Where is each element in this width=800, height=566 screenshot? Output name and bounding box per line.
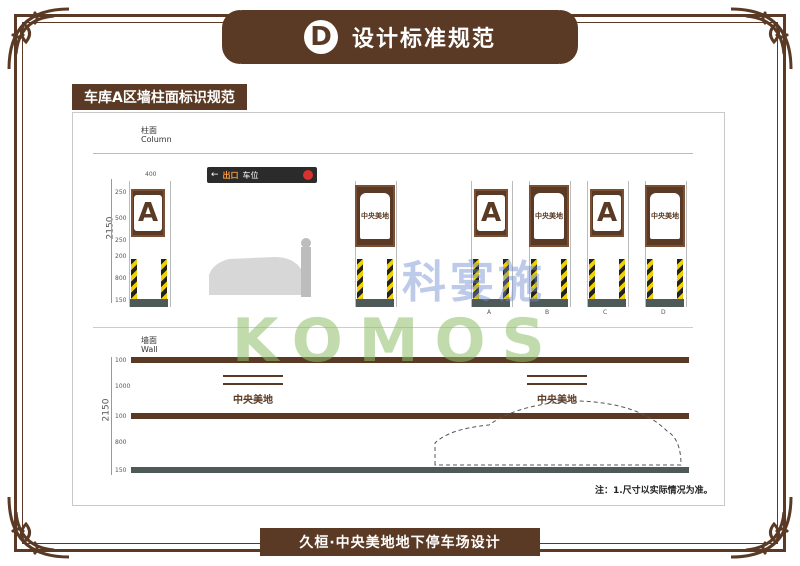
hazard-stripe xyxy=(647,259,653,299)
column-base xyxy=(530,299,568,307)
hazard-stripe xyxy=(677,259,683,299)
no-entry-icon xyxy=(303,170,313,180)
hazard-stripe xyxy=(387,259,393,299)
hazard-stripe xyxy=(561,259,567,299)
column-base xyxy=(130,299,168,307)
ornament-corner-icon xyxy=(4,4,74,74)
parking-label: 车位 xyxy=(242,170,259,180)
dim-label: 100 xyxy=(115,413,127,420)
footnote: 注：1.尺寸以实际情况为准。 xyxy=(595,486,713,496)
ornament-corner-icon xyxy=(4,492,74,562)
column-base xyxy=(356,299,394,307)
dim-label: 800 xyxy=(115,275,127,282)
brand-sign: 中央美地 xyxy=(355,185,395,247)
logo-mark-icon xyxy=(527,375,587,385)
brand-sign: 中央美地 xyxy=(529,185,569,247)
section-badge: D xyxy=(303,20,338,54)
footer-title: 久桓·中央美地地下停车场设计 xyxy=(260,528,540,556)
zone-a-sign: A xyxy=(474,189,508,237)
ornament-corner-icon xyxy=(726,4,796,74)
column-label-cn: 柱面 xyxy=(141,126,157,135)
wall-brand-logo-1: 中央美地 xyxy=(223,375,283,406)
dim-label: 250 xyxy=(115,237,127,244)
dim-label: 150 xyxy=(115,467,127,474)
wall-brand-text: 中央美地 xyxy=(537,395,577,406)
column-label-en: Column xyxy=(141,135,172,144)
dim-label: 150 xyxy=(115,297,127,304)
wall-stripe-top xyxy=(131,357,689,363)
zone-a-sign: A xyxy=(590,189,624,237)
dim-label: 500 xyxy=(115,215,127,222)
column-base xyxy=(472,299,510,307)
hazard-stripe xyxy=(619,259,625,299)
header-title-plate: D 设计标准规范 xyxy=(222,10,578,64)
exit-label: 出口 xyxy=(222,170,239,180)
section-divider xyxy=(93,327,693,328)
wall-label-en: Wall xyxy=(141,345,158,354)
section-label: 车库A区墙柱面标识规范 xyxy=(72,84,247,110)
wall-stripe-bottom xyxy=(131,467,689,473)
dim-label: 800 xyxy=(115,439,127,446)
dim-label: 250 xyxy=(115,189,127,196)
ceiling-line xyxy=(93,153,693,154)
column-letter: B xyxy=(545,309,550,316)
hazard-stripe xyxy=(503,259,509,299)
dimension-line xyxy=(111,357,112,475)
column-letter: D xyxy=(661,309,666,316)
arrow-left-icon: ← xyxy=(211,170,219,180)
wall-height-dim: 2150 xyxy=(101,398,112,422)
hazard-stripe xyxy=(589,259,595,299)
zone-a-sign: A xyxy=(131,189,165,237)
ornament-corner-icon xyxy=(726,492,796,562)
hazard-stripe xyxy=(473,259,479,299)
dim-label: 200 xyxy=(115,253,127,260)
hazard-stripe xyxy=(161,259,167,299)
hazard-stripe xyxy=(357,259,363,299)
logo-mark-icon xyxy=(223,375,283,385)
wall-stripe-middle xyxy=(131,413,689,419)
column-base xyxy=(646,299,684,307)
column-base xyxy=(588,299,626,307)
page-title: 设计标准规范 xyxy=(351,27,496,52)
wall-label-cn: 墙面 xyxy=(141,336,157,345)
column-letter: A xyxy=(487,309,492,316)
car-person-silhouette xyxy=(209,238,311,297)
column-width-dim: 400 xyxy=(145,171,157,178)
exit-direction-sign: ← 出口 车位 xyxy=(207,167,317,183)
watermark-en: KOMOS xyxy=(232,306,561,376)
wall-brand-logo-2: 中央美地 xyxy=(527,375,587,406)
dim-label: 1000 xyxy=(115,383,131,390)
hazard-stripe xyxy=(131,259,137,299)
brand-sign: 中央美地 xyxy=(645,185,685,247)
dimension-line xyxy=(111,179,112,303)
watermark-cn: 科宴施 xyxy=(402,257,546,308)
car-outline xyxy=(434,400,682,466)
dim-label: 100 xyxy=(115,357,127,364)
hazard-stripe xyxy=(531,259,537,299)
wall-brand-text: 中央美地 xyxy=(233,395,273,406)
column-letter: C xyxy=(603,309,608,316)
drawing-panel: 柱面 Column 2150 250 500 250 200 800 150 4… xyxy=(72,112,725,506)
